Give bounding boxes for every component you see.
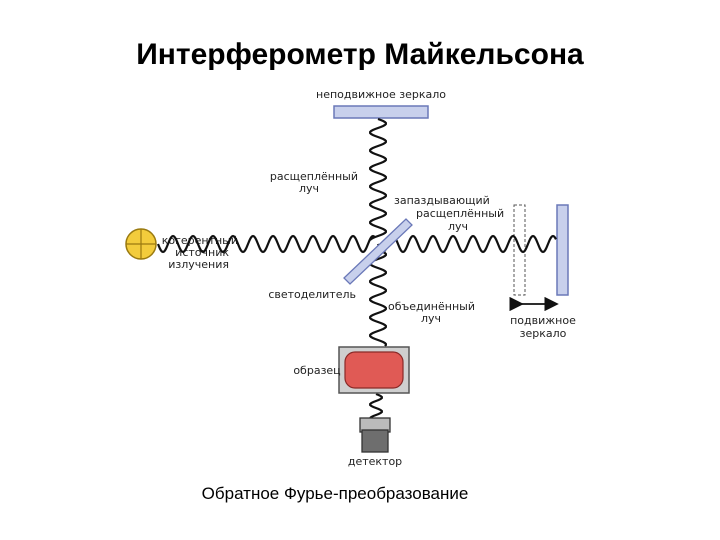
detector-wave (369, 392, 383, 419)
sample (344, 351, 404, 389)
movable-mirror (556, 204, 569, 296)
split-beam-wave (369, 117, 387, 241)
movable-mirror-label-line1: подвижное (510, 314, 576, 327)
delayed-beam-label-line1: запаздывающий (394, 194, 490, 207)
split-beam-label-line2: луч (299, 182, 319, 195)
page-title: Интерферометр Майкельсона (136, 38, 584, 71)
beamsplitter (343, 218, 413, 285)
combined-beam-wave (369, 248, 387, 347)
delayed-beam-wave (376, 234, 557, 254)
source-label-line3: излучения (168, 258, 229, 271)
fixed-mirror (333, 105, 429, 119)
delayed-beam-label-line3: луч (448, 220, 468, 233)
split-beam-label-line1: расщеплённый (270, 170, 358, 183)
source-wave (156, 234, 376, 254)
detector-label: детектор (348, 455, 402, 468)
detector-body (361, 429, 389, 453)
combined-beam-label-line1: объединённый (388, 300, 475, 313)
delayed-beam-label-line2: расщеплённый (416, 207, 504, 220)
caption: Обратное Фурье-преобразование (201, 484, 469, 503)
beamsplitter-label: светоделитель (268, 288, 356, 301)
sample-label: образец (293, 364, 340, 377)
fixed-mirror-label: неподвижное зеркало (316, 88, 446, 101)
movable-mirror-label-line2: зеркало (520, 327, 567, 340)
combined-beam-label-line2: луч (421, 312, 441, 325)
